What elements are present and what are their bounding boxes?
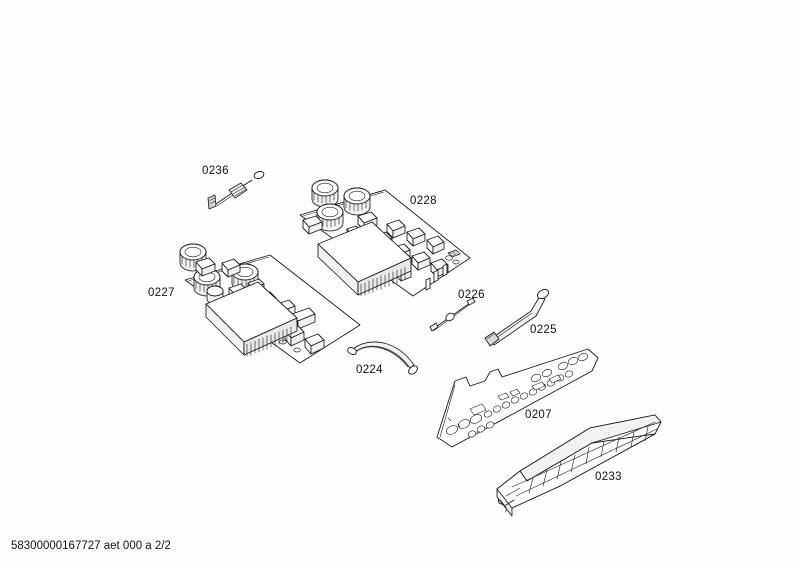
part-label-0225: 0225 (530, 324, 557, 336)
part-0225-cable (484, 288, 550, 347)
part-0228-pcb (299, 179, 471, 297)
part-label-0227: 0227 (148, 287, 175, 299)
part-0207-control-panel (436, 348, 599, 448)
part-label-0228: 0228 (410, 195, 437, 207)
part-label-0224: 0224 (356, 364, 383, 376)
part-label-0236: 0236 (202, 165, 229, 177)
part-label-0207: 0207 (525, 409, 552, 421)
drawing-footer-text: 58300000167727 aet 000 a 2/2 (11, 540, 171, 552)
part-label-0226: 0226 (458, 289, 485, 301)
part-label-0233: 0233 (595, 471, 622, 483)
part-0233-channel (496, 414, 662, 517)
heatsink-0227 (205, 281, 298, 357)
part-0226-cable (429, 297, 476, 332)
part-0224-cable (347, 341, 418, 375)
part-0227-pcb (179, 243, 361, 364)
part-0236-sensor (207, 170, 265, 210)
heatsink-0228 (317, 221, 412, 297)
